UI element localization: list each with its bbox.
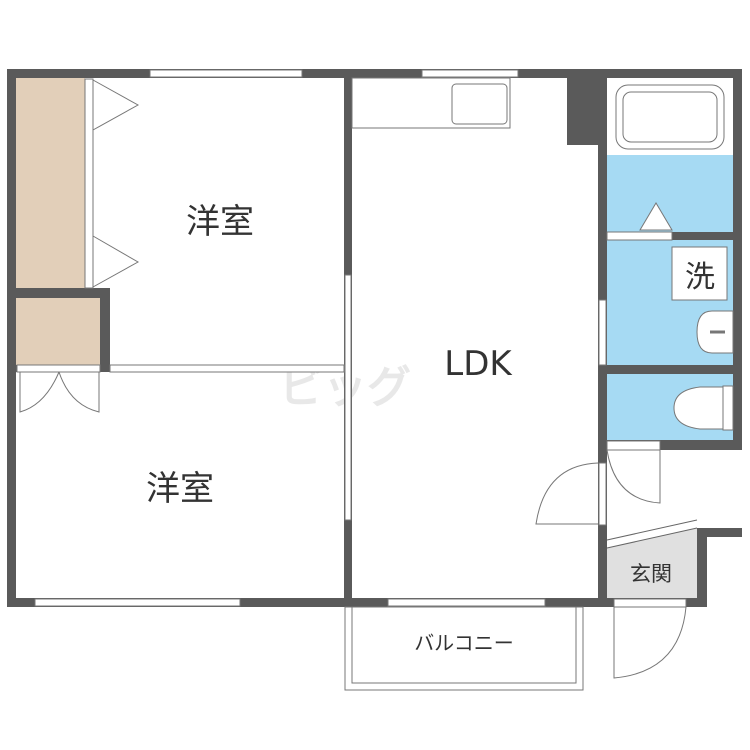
- room-label-laundry: 洗: [685, 260, 715, 295]
- bath-floor: [607, 155, 733, 232]
- bathtub-inner: [622, 91, 718, 143]
- door-swings: [19, 79, 687, 679]
- windows: [16, 69, 687, 608]
- toilet-tank: [722, 385, 734, 431]
- door-swing-marker: [639, 202, 673, 231]
- closet-1: [16, 78, 85, 288]
- balcony-inner: [351, 606, 577, 684]
- room-label-western-2: 洋室: [146, 469, 214, 509]
- sink: [451, 83, 508, 125]
- laundry-machine-space: [671, 246, 728, 301]
- toilet: [673, 386, 724, 430]
- entrance-step-line: [606, 527, 698, 549]
- room-label-balcony: バルコニー: [414, 631, 514, 655]
- room-label-ldk: LDK: [444, 344, 513, 384]
- closet-2: [16, 298, 100, 365]
- entrance-floor: [607, 528, 697, 598]
- entrance-step-line: [606, 519, 698, 541]
- room-label-entrance: 玄関: [630, 562, 672, 586]
- room-label-western-1: 洋室: [186, 202, 254, 242]
- bathtub: [615, 84, 725, 150]
